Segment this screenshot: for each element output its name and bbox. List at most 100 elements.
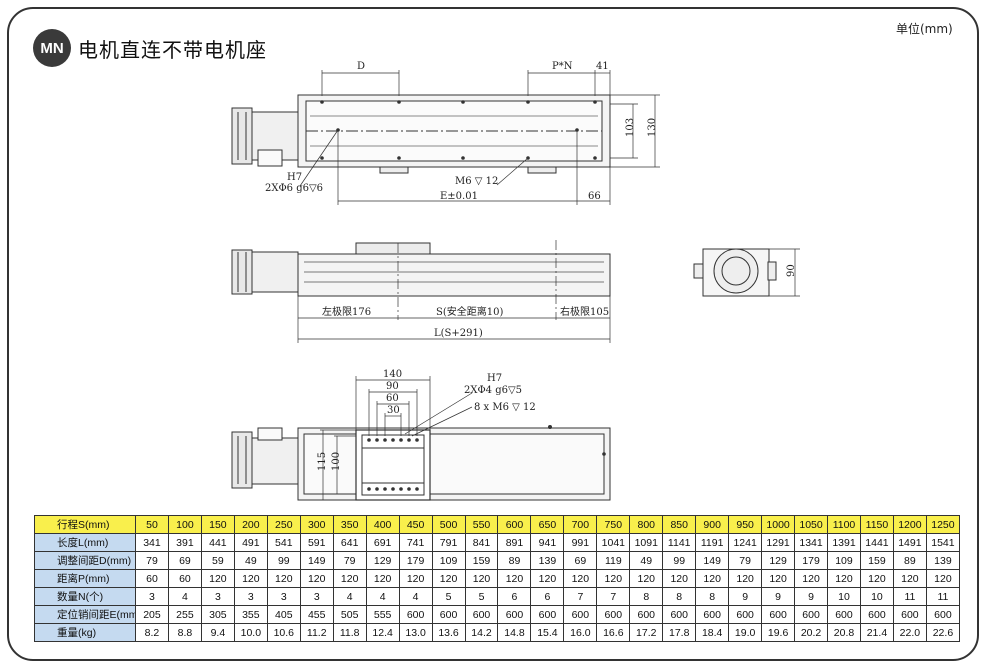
row-label: 行程S(mm) (34, 515, 136, 534)
table-cell: 159 (464, 551, 499, 570)
table-cell: 341 (135, 533, 169, 552)
table-cell: 505 (332, 605, 367, 624)
top-view-drawing (231, 70, 660, 205)
table-cell: 205 (135, 605, 169, 624)
dim-41: 41 (596, 61, 609, 72)
table-cell: 650 (530, 515, 565, 534)
table-cell: 1391 (827, 533, 861, 552)
dim-60: 60 (386, 393, 399, 404)
table-cell: 139 (925, 551, 961, 570)
table-cell: 120 (629, 569, 664, 588)
table-cell: 1200 (892, 515, 927, 534)
table-cell: 159 (859, 551, 894, 570)
table-cell: 7 (563, 587, 598, 606)
table-cell: 8 (695, 587, 730, 606)
dim-130: 130 (647, 118, 658, 137)
table-cell: 120 (892, 569, 927, 588)
table-cell: 1541 (925, 533, 961, 552)
side-view-drawing (231, 240, 611, 343)
table-cell: 250 (266, 515, 301, 534)
table-cell: 120 (728, 569, 763, 588)
table-cell: 600 (794, 605, 829, 624)
table-cell: 3 (200, 587, 235, 606)
table-cell: 541 (266, 533, 301, 552)
table-cell: 591 (299, 533, 334, 552)
table-cell: 149 (299, 551, 334, 570)
table-cell: 11 (925, 587, 961, 606)
table-cell: 600 (629, 605, 664, 624)
table-cell: 600 (398, 605, 433, 624)
carriage-view-drawing (231, 376, 611, 501)
table-cell: 79 (332, 551, 367, 570)
table-cell: 600 (662, 605, 697, 624)
table-cell: 3 (299, 587, 334, 606)
table-cell: 305 (200, 605, 235, 624)
table-cell: 20.2 (794, 623, 829, 642)
table-cell: 550 (464, 515, 499, 534)
model-badge: MN (33, 29, 71, 67)
table-cell: 12.4 (365, 623, 400, 642)
dim-66: 66 (588, 191, 601, 202)
table-cell: 179 (398, 551, 433, 570)
table-cell: 120 (464, 569, 499, 588)
table-cell: 600 (497, 515, 532, 534)
row-label: 调整间距D(mm) (34, 551, 136, 570)
table-cell: 119 (596, 551, 631, 570)
table-cell: 750 (596, 515, 631, 534)
dim-30: 30 (387, 405, 400, 416)
table-cell: 14.2 (464, 623, 499, 642)
table-cell: 13.0 (398, 623, 433, 642)
table-cell: 69 (563, 551, 598, 570)
table-cell: 850 (662, 515, 697, 534)
table-cell: 1100 (827, 515, 861, 534)
stroke-label: S(安全距离10) (436, 305, 503, 318)
table-cell: 13.6 (431, 623, 466, 642)
table-cell: 120 (497, 569, 532, 588)
table-cell: 120 (530, 569, 565, 588)
table-cell: 555 (365, 605, 400, 624)
end-view-drawing (693, 248, 800, 297)
table-cell: 600 (497, 605, 532, 624)
table-cell: 600 (530, 605, 565, 624)
table-cell: 600 (892, 605, 927, 624)
table-cell: 600 (859, 605, 894, 624)
table-cell: 600 (431, 605, 466, 624)
table-cell: 1491 (892, 533, 927, 552)
table-cell: 350 (332, 515, 367, 534)
hole-spec-label: 2XΦ6 g6▽6 (265, 183, 323, 194)
table-cell: 255 (167, 605, 202, 624)
row-label: 定位销间距E(mm) (34, 605, 136, 624)
table-cell: 120 (859, 569, 894, 588)
dim-103: 103 (625, 118, 636, 137)
table-cell: 450 (398, 515, 433, 534)
table-cell: 791 (431, 533, 466, 552)
table-cell: 4 (332, 587, 367, 606)
table-cell: 14.8 (497, 623, 532, 642)
thread-spec-label: M6 ▽ 12 (455, 176, 498, 187)
table-cell: 300 (299, 515, 334, 534)
table-cell: 9 (794, 587, 829, 606)
table-cell: 1091 (629, 533, 664, 552)
table-cell: 120 (431, 569, 466, 588)
table-cell: 1441 (859, 533, 894, 552)
table-cell: 120 (662, 569, 697, 588)
table-cell: 19.0 (728, 623, 763, 642)
right-limit-label: 右极限105 (560, 305, 609, 318)
table-cell: 355 (233, 605, 268, 624)
table-cell: 49 (629, 551, 664, 570)
table-cell: 22.0 (892, 623, 927, 642)
table-cell: 99 (266, 551, 301, 570)
table-cell: 120 (233, 569, 268, 588)
carriage-h7-label: H7 (487, 373, 502, 384)
table-cell: 109 (827, 551, 861, 570)
table-cell: 1050 (794, 515, 829, 534)
table-cell: 79 (728, 551, 763, 570)
row-label: 数量N(个) (34, 587, 136, 606)
row-label: 距离P(mm) (34, 569, 136, 588)
dim-100: 100 (331, 452, 342, 471)
